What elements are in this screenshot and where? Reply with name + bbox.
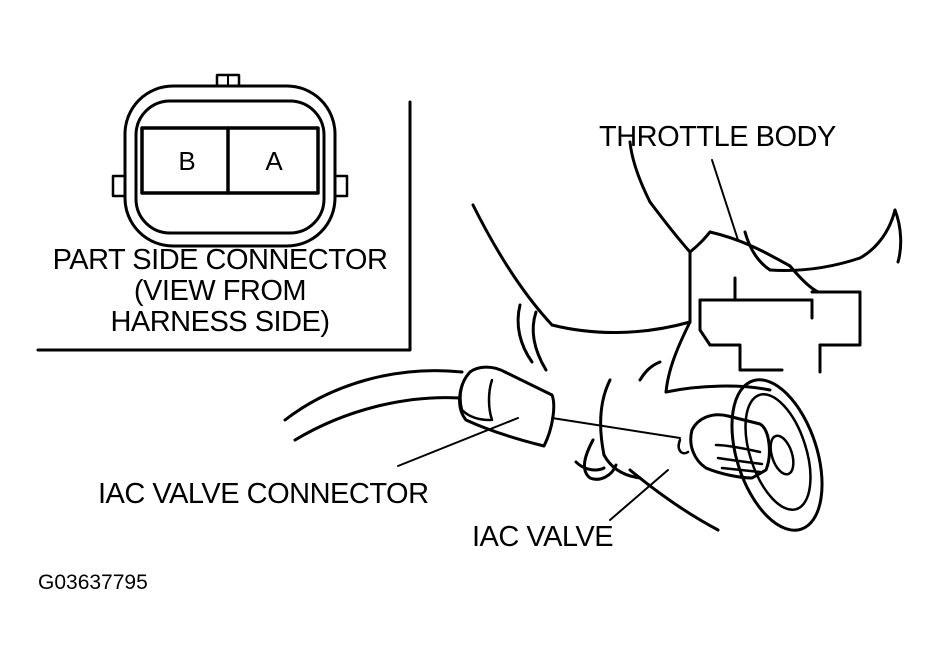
iac-valve-socket	[689, 413, 771, 480]
pin-label-a: A	[265, 146, 283, 176]
iac-valve-label: IAC VALVE	[472, 521, 614, 553]
connector-left-tab	[111, 174, 127, 198]
part-side-connector-drawing	[36, 73, 412, 352]
throttle-body-leader	[711, 159, 739, 241]
figure-code: G03637795	[38, 571, 148, 594]
pin-label-b: B	[178, 146, 196, 176]
connector-right-tab	[333, 174, 349, 198]
iac-valve-leader	[609, 469, 669, 521]
throttle-body-drawing	[471, 140, 903, 481]
harness-wire-lower	[293, 396, 462, 442]
iac-valve-connector-body	[458, 365, 556, 448]
terminal-cavity-block	[140, 126, 320, 195]
connector-outer-shell	[123, 84, 337, 248]
throttle-body-label: THROTTLE BODY	[599, 121, 836, 153]
leader-lines	[397, 159, 739, 521]
connector-caption-line2: (VIEW FROM	[133, 275, 307, 307]
iac-valve-connector-leader	[397, 417, 519, 467]
inset-border	[36, 100, 412, 352]
iac-valve-connector-label: IAC VALVE CONNECTOR	[98, 478, 429, 510]
connector-inner-shell	[134, 99, 326, 235]
connector-caption-line1: PART SIDE CONNECTOR	[52, 244, 388, 276]
iac-valve-end-face	[730, 378, 824, 532]
harness-drawing	[283, 365, 681, 448]
harness-wire-upper	[283, 369, 464, 422]
connector-caption-line3: HARNESS SIDE)	[110, 306, 330, 338]
connection-guide-line	[551, 417, 681, 439]
iac-valve-drawing	[628, 378, 824, 532]
